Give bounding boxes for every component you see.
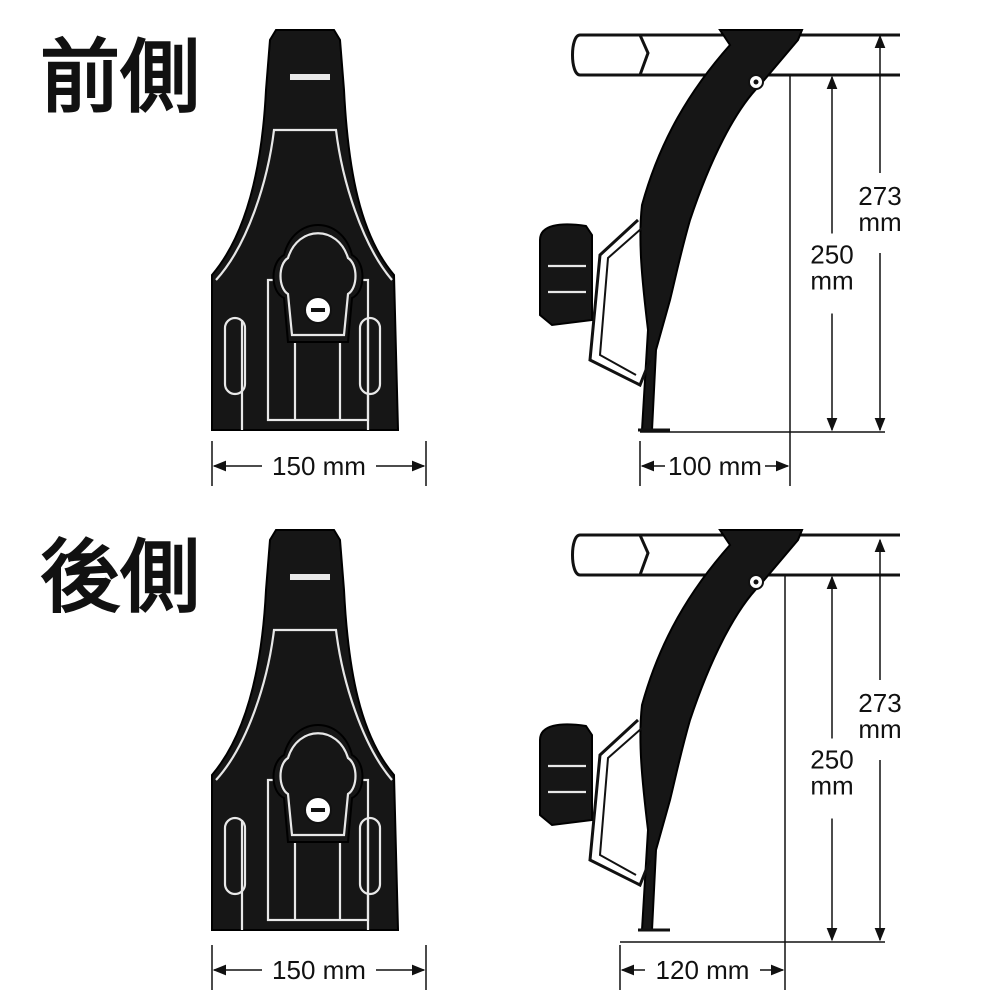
front-view-foot xyxy=(210,528,400,932)
width-label: 150 mm xyxy=(272,451,366,481)
total-height-value: 273 xyxy=(858,688,901,718)
section-title: 前側 xyxy=(40,31,200,124)
bar-height-value: 250 xyxy=(810,745,853,775)
total-height-value: 273 xyxy=(858,181,901,211)
total-height-unit: mm xyxy=(858,714,901,744)
bar-height-value: 250 xyxy=(810,240,853,270)
section-title: 後側 xyxy=(40,531,200,624)
width-label: 150 mm xyxy=(272,955,366,985)
bar-height-unit: mm xyxy=(810,266,853,296)
depth-label: 100 mm xyxy=(668,451,762,481)
total-height-unit: mm xyxy=(858,207,901,237)
crossbar-end xyxy=(571,33,650,77)
side-view-foot xyxy=(538,28,804,432)
side-view-foot xyxy=(538,528,804,932)
bar-height-unit: mm xyxy=(810,771,853,801)
crossbar-end xyxy=(571,533,650,577)
depth-label: 120 mm xyxy=(656,955,750,985)
front-view-foot xyxy=(210,28,400,432)
